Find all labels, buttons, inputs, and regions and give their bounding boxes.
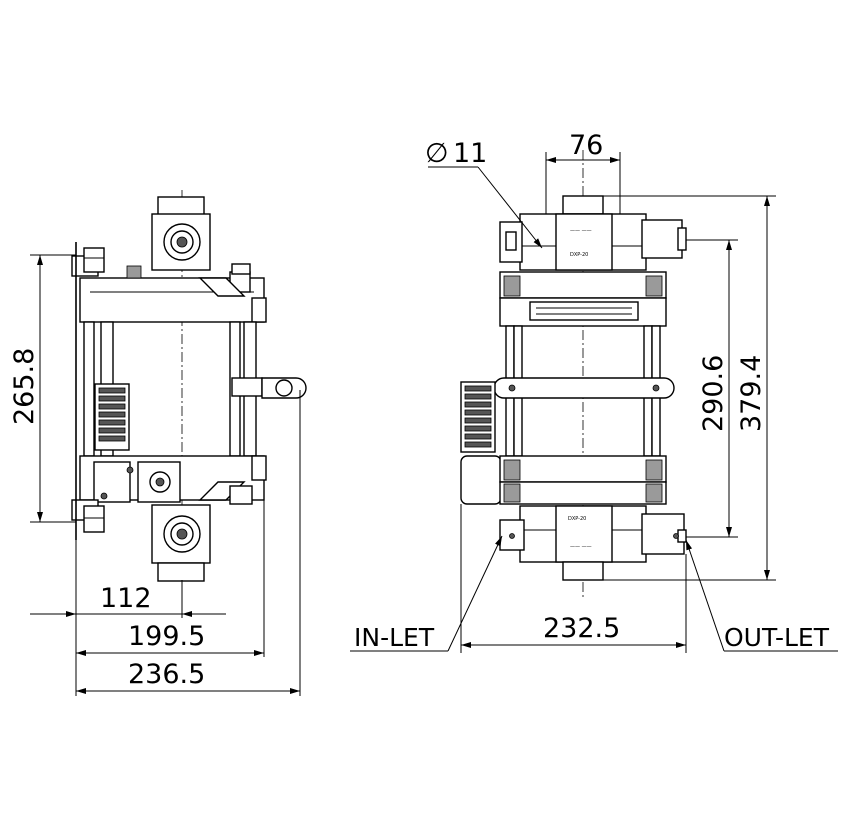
dim-236-5: 236.5 <box>128 659 205 690</box>
svg-text:—— ——: —— —— <box>570 228 592 234</box>
dim-379-4: 379.4 <box>736 355 767 432</box>
front-view-dimensions: 76 ∅ 11 379.4 290.6 232.5 IN-LET OUT-LET <box>350 130 838 653</box>
dim-232-5: 232.5 <box>543 613 620 644</box>
fins <box>98 387 126 442</box>
dim-76: 76 <box>569 130 603 161</box>
front-fins <box>464 385 492 448</box>
dim-199-5: 199.5 <box>128 621 205 652</box>
dim-265-8: 265.8 <box>9 348 40 425</box>
side-view <box>71 190 307 610</box>
svg-text:DXP-20: DXP-20 <box>570 252 588 258</box>
dim-diameter-11: 11 <box>453 138 487 169</box>
dim-112: 112 <box>100 583 152 614</box>
svg-text:—— ——: —— —— <box>570 544 592 550</box>
label-outlet: OUT-LET <box>724 623 830 652</box>
label-inlet: IN-LET <box>354 623 435 652</box>
dim-diameter-symbol: ∅ <box>425 138 449 169</box>
dim-290-6: 290.6 <box>698 355 729 432</box>
front-view: DXP-20 —— —— <box>460 150 687 600</box>
side-view-dimensions: 265.8 112 199.5 236.5 <box>9 254 301 696</box>
svg-text:DXP-20: DXP-20 <box>568 516 586 522</box>
